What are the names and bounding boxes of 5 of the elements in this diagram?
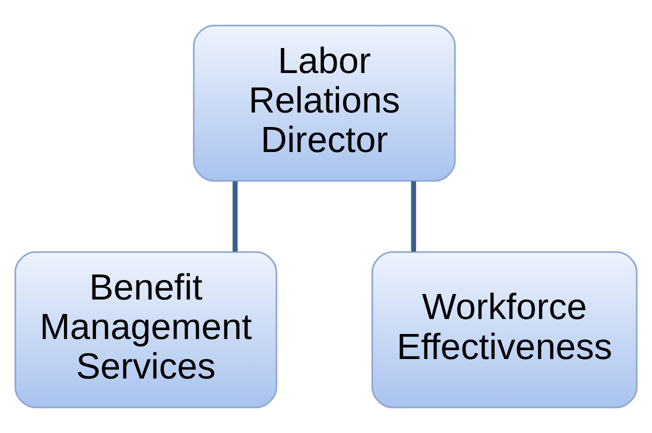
node-box: Labor Relations Director	[192, 24, 456, 182]
node-box: Workforce Effectiveness	[371, 251, 638, 408]
node-box: Benefit Management Services	[14, 251, 278, 408]
connector	[411, 181, 416, 252]
connector	[232, 181, 238, 252]
